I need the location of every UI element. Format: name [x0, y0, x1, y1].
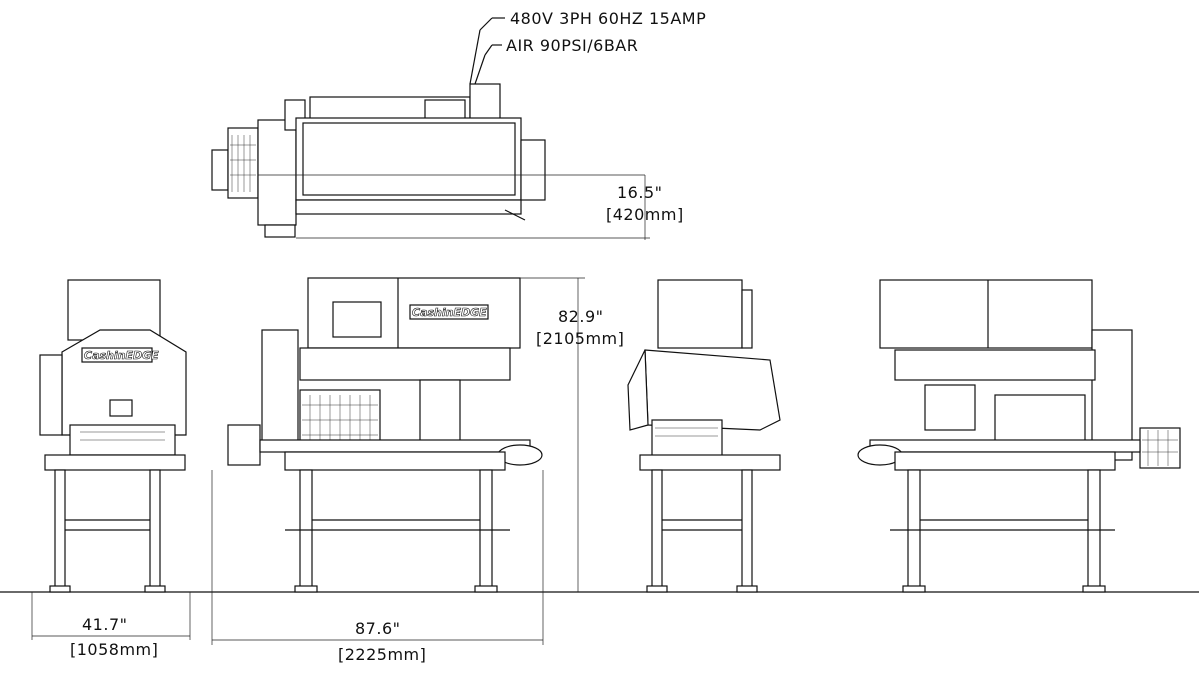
height-metric: [2105mm]: [536, 329, 624, 348]
width-metric: [1058mm]: [70, 640, 158, 659]
side-view-left: CashinEDGE: [227, 277, 543, 593]
front-view: CashinEDGE: [39, 279, 187, 593]
width-imperial: 41.7": [82, 615, 127, 634]
side-view-right: [857, 279, 1181, 593]
front-logo: CashinEDGE: [84, 349, 159, 362]
depth-metric: [420mm]: [606, 205, 684, 224]
air-callout: AIR 90PSI/6BAR: [506, 36, 638, 55]
rear-view: [627, 279, 781, 593]
top-view: [211, 17, 645, 238]
depth-imperial: 16.5": [617, 183, 662, 202]
power-callout: 480V 3PH 60HZ 15AMP: [510, 9, 706, 28]
height-imperial: 82.9": [558, 307, 603, 326]
length-metric: [2225mm]: [338, 645, 426, 664]
length-imperial: 87.6": [355, 619, 400, 638]
side-logo: CashinEDGE: [412, 306, 487, 319]
